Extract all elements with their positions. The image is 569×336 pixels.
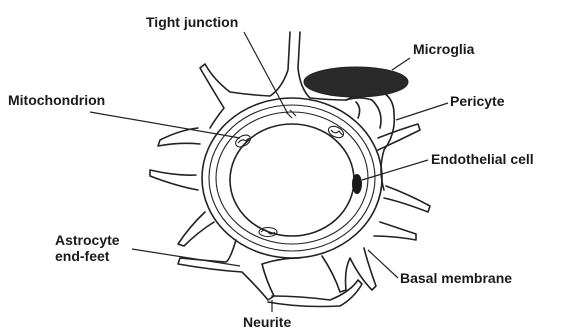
mitochondrion-icon	[259, 228, 277, 237]
label-microglia: Microglia	[413, 41, 474, 57]
label-astrocyte-line1: Astrocyte	[55, 232, 120, 248]
label-mitochondrion: Mitochondrion	[8, 92, 105, 108]
mitochondrion-icon	[234, 133, 253, 150]
label-endothelial-cell: Endothelial cell	[431, 151, 534, 167]
label-neurite: Neurite	[243, 314, 291, 330]
endothelial-mid-ring	[216, 112, 368, 244]
label-pericyte: Pericyte	[450, 93, 504, 109]
mitochondrion-icon	[327, 124, 346, 140]
neurite-process	[268, 280, 362, 307]
endothelial-outer-ring	[209, 105, 375, 251]
endothelial-nucleus	[352, 174, 362, 194]
microglia-shape	[304, 67, 408, 97]
label-astrocyte-line2: end-feet	[55, 248, 120, 264]
label-basal-membrane: Basal membrane	[400, 270, 512, 286]
vessel-lumen	[230, 124, 354, 236]
label-astrocyte-end-feet: Astrocyte end-feet	[55, 232, 120, 264]
label-tight-junction: Tight junction	[146, 14, 238, 30]
